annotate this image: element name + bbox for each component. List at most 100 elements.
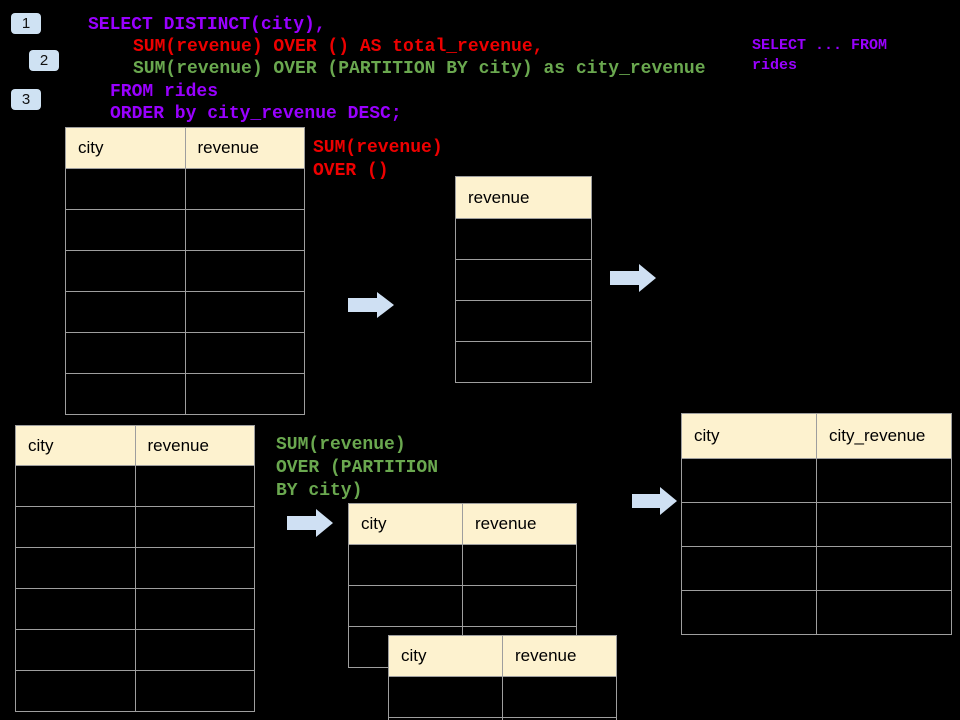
table-cell xyxy=(184,169,305,209)
table-cell xyxy=(66,210,185,250)
table-cell xyxy=(682,503,816,546)
table-row xyxy=(456,259,591,300)
table-source-bottom: city revenue xyxy=(15,425,255,712)
table-cell xyxy=(134,671,255,711)
table-cell xyxy=(816,459,951,502)
table-row xyxy=(389,717,616,720)
table-cell xyxy=(66,374,185,414)
table-row xyxy=(16,629,254,670)
table-cell xyxy=(66,251,185,291)
side-note: SELECT ... FROM rides xyxy=(752,36,887,76)
table-cell xyxy=(134,466,255,506)
right-arrow-icon xyxy=(348,292,394,318)
table-cell xyxy=(462,545,576,585)
column-header-city-revenue: city_revenue xyxy=(816,414,951,458)
table-cell xyxy=(184,251,305,291)
column-header-revenue: revenue xyxy=(184,128,305,168)
side-note-line-2: rides xyxy=(752,57,798,74)
table-cell xyxy=(816,547,951,590)
table-cell xyxy=(502,677,616,717)
partition-annotation-line-1: SUM(revenue) xyxy=(276,435,406,455)
table-row xyxy=(682,502,951,546)
column-header-revenue: revenue xyxy=(134,426,255,465)
table-cell xyxy=(16,548,135,588)
column-header-revenue: revenue xyxy=(462,504,576,544)
table-cell xyxy=(134,548,255,588)
column-header-city: city xyxy=(361,514,387,533)
table-row xyxy=(16,506,254,547)
table-row xyxy=(66,332,304,373)
step-badge-3: 3 xyxy=(11,89,41,110)
sql-from-line: FROM rides xyxy=(110,82,219,102)
right-arrow-icon xyxy=(632,487,677,515)
table-cell xyxy=(682,459,816,502)
side-note-line-1: SELECT ... FROM xyxy=(752,37,888,54)
table-row xyxy=(349,544,576,585)
table-partition-group-1: city revenue xyxy=(348,503,577,668)
table-row xyxy=(16,588,254,629)
table-row xyxy=(456,218,591,259)
table-row xyxy=(682,546,951,590)
table-cell xyxy=(816,591,951,634)
table-cell xyxy=(16,630,135,670)
partition-annotation-line-2: OVER (PARTITION xyxy=(276,458,439,478)
column-header-revenue: revenue xyxy=(468,187,530,207)
table-cell xyxy=(184,333,305,373)
table-row xyxy=(16,547,254,588)
table-cell xyxy=(456,260,591,300)
table-cell xyxy=(66,333,185,373)
table-city-revenue-result: city city_revenue xyxy=(681,413,952,635)
table-row xyxy=(16,465,254,506)
table-row xyxy=(456,341,591,382)
sql-select-line: SELECT DISTINCT(city), xyxy=(88,15,326,35)
table-row xyxy=(66,291,304,332)
table-cell xyxy=(456,301,591,341)
table-cell xyxy=(16,671,135,711)
table-row xyxy=(349,585,576,626)
column-header-city: city xyxy=(78,138,104,157)
table-cell xyxy=(682,591,816,634)
table-cell xyxy=(134,630,255,670)
column-header-city: city xyxy=(694,426,720,445)
table-cell xyxy=(502,718,616,720)
table-cell xyxy=(184,210,305,250)
table-cell xyxy=(16,589,135,629)
table-source-top: city revenue xyxy=(65,127,305,415)
column-header-city: city xyxy=(401,646,427,665)
column-header-city: city xyxy=(28,435,54,455)
table-total-revenue-result: revenue xyxy=(455,176,592,383)
table-row xyxy=(66,373,304,414)
table-row xyxy=(66,250,304,291)
table-cell xyxy=(462,586,576,626)
table-cell xyxy=(134,589,255,629)
table-cell xyxy=(349,586,462,626)
table-row xyxy=(66,209,304,250)
table-cell xyxy=(816,503,951,546)
total-annotation-line-1: SUM(revenue) xyxy=(313,138,443,158)
table-cell xyxy=(66,292,185,332)
step-badge-1: 1 xyxy=(11,13,41,34)
table-cell xyxy=(682,547,816,590)
table-row xyxy=(16,670,254,711)
table-cell xyxy=(184,374,305,414)
table-cell xyxy=(16,466,135,506)
column-header-revenue: revenue xyxy=(502,636,616,676)
right-arrow-icon xyxy=(287,509,333,537)
table-cell xyxy=(184,292,305,332)
sql-order-line: ORDER by city_revenue DESC; xyxy=(110,104,402,124)
table-partition-group-2: city revenue xyxy=(388,635,617,720)
table-cell xyxy=(456,342,591,382)
total-revenue-annotation: SUM(revenue)OVER () xyxy=(313,137,443,183)
table-cell xyxy=(134,507,255,547)
right-arrow-icon xyxy=(610,264,656,292)
table-cell xyxy=(349,545,462,585)
table-cell xyxy=(456,219,591,259)
sql-total-line: SUM(revenue) OVER () AS total_revenue, xyxy=(133,37,544,57)
table-row xyxy=(389,676,616,717)
table-row xyxy=(456,300,591,341)
sql-partition-line: SUM(revenue) OVER (PARTITION BY city) as… xyxy=(133,59,706,79)
table-row xyxy=(682,590,951,634)
table-row xyxy=(682,458,951,502)
